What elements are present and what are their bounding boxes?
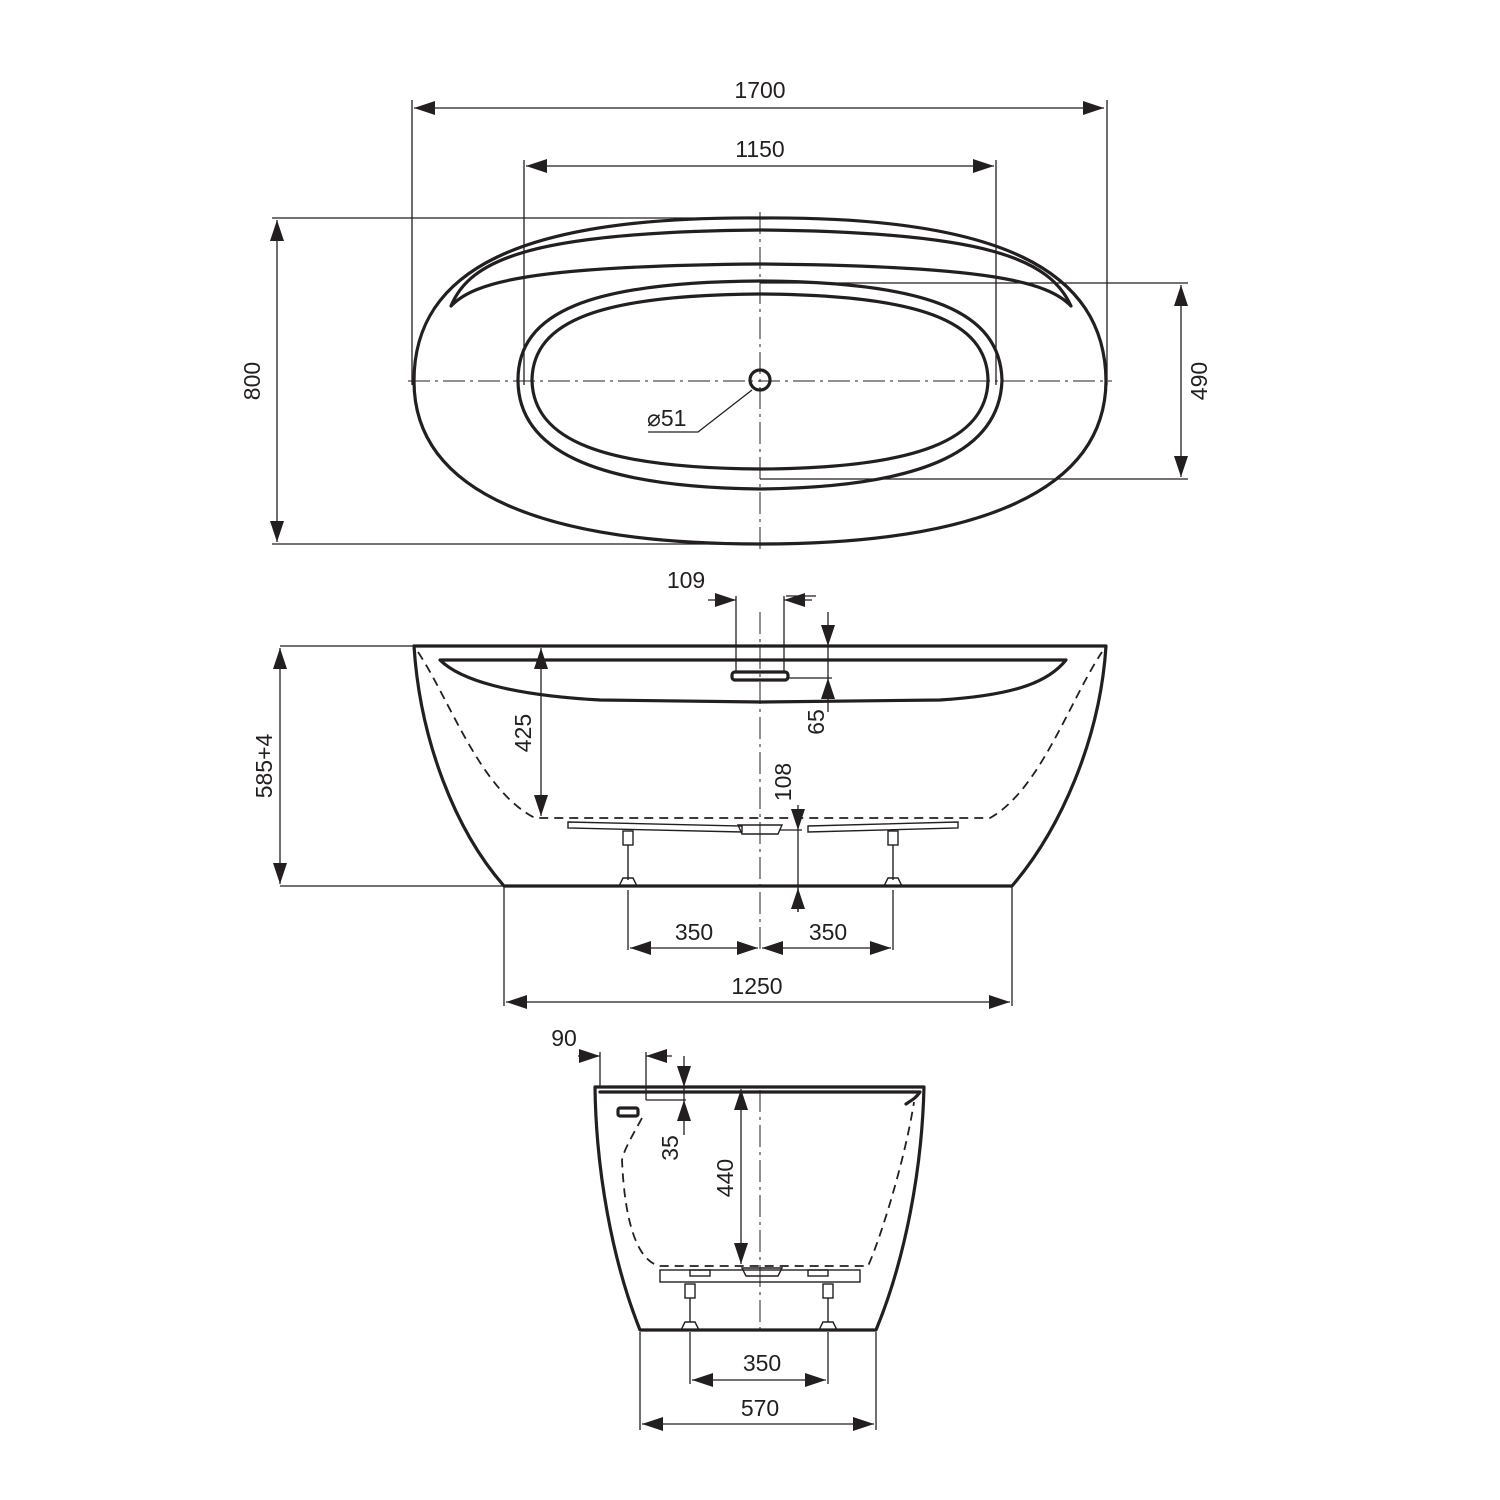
dim-front-base-length: 1250	[731, 973, 782, 999]
dim-side-overflow-width: 90	[551, 1025, 577, 1051]
dim-front-total-height: 585+4	[251, 733, 277, 798]
dim-overall-width: 800	[239, 362, 265, 400]
dim-front-overflow-width: 109	[667, 567, 705, 593]
dim-overall-length: 1700	[734, 77, 785, 103]
dim-inner-width: 490	[1186, 362, 1212, 400]
dim-front-leg-spacing-right: 350	[809, 919, 847, 945]
front-leg-right-icon	[882, 830, 904, 887]
side-view: 90 35 440 350 570	[551, 1025, 926, 1431]
side-shell	[593, 1085, 926, 1332]
side-basin-hidden	[621, 1101, 915, 1267]
top-view: 1700 1150 800 490 ⌀51	[239, 77, 1212, 550]
dim-side-base-width: 570	[741, 1395, 779, 1421]
front-view: 109 65 425 585+4 108 350 350 1250	[251, 567, 1108, 1009]
side-leg-left-icon	[679, 1283, 701, 1331]
dim-drain-diameter: ⌀51	[647, 405, 686, 431]
top-backrest	[449, 228, 1073, 308]
side-overflow-icon	[616, 1106, 640, 1118]
front-leg-left-icon	[617, 830, 639, 887]
dim-front-leg-spacing-left: 350	[675, 919, 713, 945]
front-basin-hidden	[417, 651, 1103, 819]
dim-side-overflow-offset: 35	[657, 1135, 683, 1161]
front-shell	[412, 644, 1108, 888]
dim-inner-length: 1150	[735, 136, 784, 162]
dim-front-drain-height: 108	[770, 763, 796, 801]
front-rim-inner	[438, 658, 1068, 704]
dim-side-water-depth: 440	[712, 1159, 738, 1197]
dim-front-water-depth: 425	[510, 714, 536, 752]
dim-side-leg-spacing: 350	[743, 1350, 781, 1376]
drain-icon	[748, 368, 772, 392]
top-inner-rim	[516, 279, 1004, 491]
dim-front-overflow-offset: 65	[803, 709, 829, 735]
overflow-icon	[730, 670, 790, 682]
side-leg-right-icon	[817, 1283, 839, 1331]
